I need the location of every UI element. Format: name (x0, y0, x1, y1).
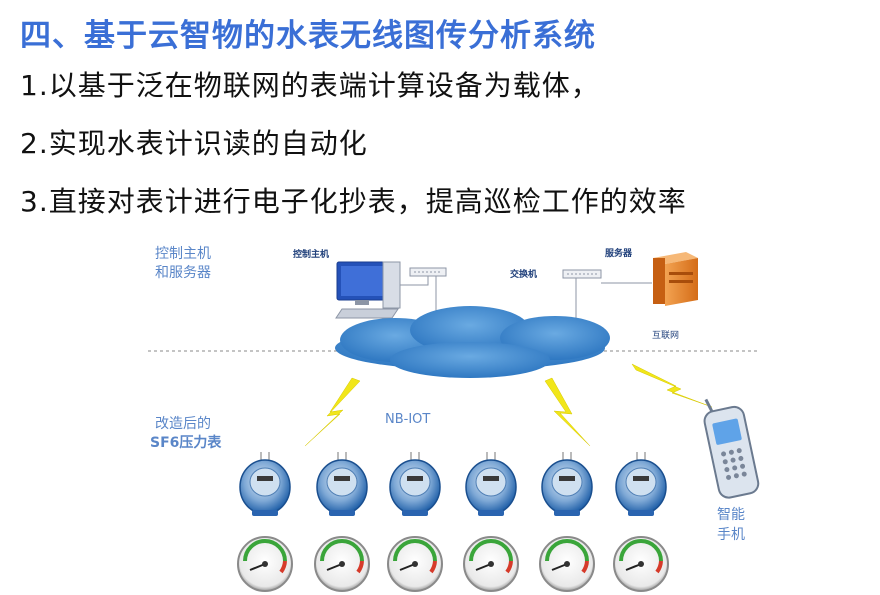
phone-label-2: 手机 (717, 527, 745, 543)
bullet-3: 3.直接对表计进行电子化抄表，提高巡检工作的效率 (20, 185, 687, 218)
section-top-label-1: 控制主机 (155, 246, 211, 262)
host-label: 控制主机 (293, 248, 329, 260)
pressure-gauge-icon (613, 536, 669, 592)
water-meter-icon (615, 452, 667, 516)
water-meter-icon (465, 452, 517, 516)
bullet-1: 1.以基于泛在物联网的表端计算设备为载体， (20, 69, 600, 102)
section-bottom-label-2: SF6压力表 (150, 434, 222, 451)
server-icon (653, 252, 698, 306)
internet-cloud-icon (335, 306, 610, 378)
hub-icon (409, 267, 447, 277)
internet-label: 互联网 (652, 330, 679, 341)
pressure-gauge-icon (463, 536, 519, 592)
water-meter-icon (389, 452, 441, 516)
phone-label-1: 智能 (717, 507, 745, 523)
pressure-gauge-icon (387, 536, 443, 592)
pressure-gauge-icon (314, 536, 370, 592)
section-top-label-2: 和服务器 (155, 265, 211, 281)
smartphone-icon (703, 398, 760, 499)
protocol-label: NB-IOT (385, 412, 430, 427)
pressure-gauge-icon (539, 536, 595, 592)
server-label: 服务器 (605, 247, 633, 259)
water-meter-icon (541, 452, 593, 516)
bullet-2: 2.实现水表计识读的自动化 (20, 127, 368, 160)
page-title: 四、基于云智物的水表无线图传分析系统 (20, 18, 596, 54)
pressure-gauge-icon (237, 536, 293, 592)
water-meter-icon (316, 452, 368, 516)
switch-label: 交换机 (510, 268, 537, 280)
water-meter-icon (239, 452, 291, 516)
lightning-icon (304, 363, 713, 447)
switch-icon (562, 269, 602, 279)
host-computer-icon (335, 261, 401, 319)
section-bottom-label-1: 改造后的 (155, 416, 211, 432)
